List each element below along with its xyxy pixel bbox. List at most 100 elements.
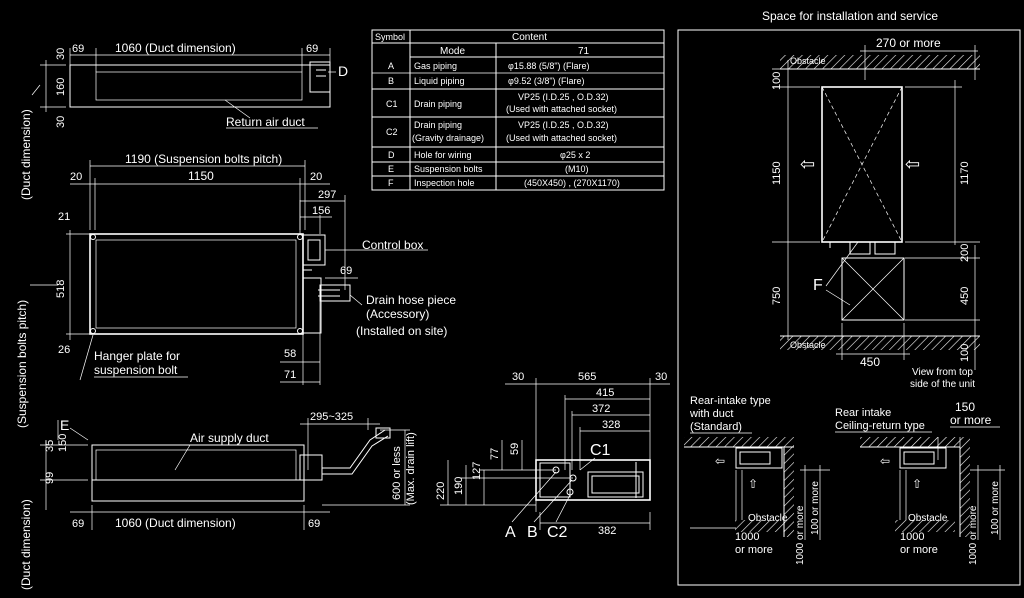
arrow-rear-up: ⇧ [748,477,758,491]
dim-1000-right-2: or more [900,544,938,556]
vertical-duct-dimension-top: (Duct dimension) [19,109,33,200]
dim-69-right: 69 [306,43,318,55]
label-B: B [527,524,538,541]
table-row-value-d: φ25 x 2 [560,150,590,160]
arrow-ceiling-up: ⇧ [912,477,922,491]
dim-382: 382 [598,525,616,537]
front-view: E Air supply duct 295~325 600 or less (M… [19,411,417,590]
drain-hose-label-2: (Accessory) [366,307,429,321]
view-note-2: side of the unit [910,379,975,390]
dim-328: 328 [602,419,620,431]
table-row-value2-c1: (Used with attached socket) [506,104,617,114]
service-panel: Space for installation and service 270 o… [677,9,1021,586]
dim-30-a: 30 [55,48,67,60]
table-row-desc-d: Hole for wiring [414,150,472,160]
dim-58: 58 [284,348,296,360]
dim-max-drain: (Max. drain lift) [405,432,417,505]
table-row-value-e: (M10) [565,164,589,174]
rear-intake-label-1: Rear-intake type [690,395,771,407]
table-row-symbol-a: A [388,61,394,71]
dim-99: 99 [44,472,56,484]
table-row-symbol-c1: C1 [386,99,398,109]
dim-30-side-right: 30 [655,371,667,383]
table-row-value-b: φ9.52 (3/8") (Flare) [508,76,585,86]
dim-59: 59 [509,443,521,455]
dim-160: 160 [55,78,67,96]
dim-69-left: 69 [72,43,84,55]
control-box-label: Control box [362,238,423,252]
dim-1150-service: 1150 [771,161,783,185]
obstacle-left: Obstacle [748,513,788,524]
dim-35: 35 [44,440,56,452]
label-C2: C2 [547,524,568,541]
dim-1170: 1170 [959,161,971,185]
dim-150: 150 [57,434,69,452]
dim-295-325: 295~325 [310,411,353,423]
obstacle-right: Obstacle [908,513,948,524]
table-row-desc-b: Liquid piping [414,76,465,86]
top-view: 69 1060 (Duct dimension) 69 D 30 160 30 … [19,41,348,200]
dim-30-side-left: 30 [512,371,524,383]
dim-26: 26 [58,344,70,356]
dim-415: 415 [596,387,614,399]
dim-1000-right-1: 1000 [900,531,924,543]
table-row-value2-c2: (Used with attached socket) [506,133,617,143]
dim-71-plan: 71 [284,369,296,381]
table-row-value-c1: VP25 (I.D.25 , O.D.32) [518,92,609,102]
table-row-symbol-c2: C2 [386,127,398,137]
dim-69-front-left: 69 [72,518,84,530]
dim-220: 220 [435,482,447,500]
return-air-duct-label: Return air duct [226,115,305,129]
dim-duct-1060: 1060 (Duct dimension) [115,41,236,55]
dim-600: 600 or less [391,446,403,500]
dim-1000-left-2: or more [735,544,773,556]
side-view: 30 565 30 415 372 328 C1 59 77 127 190 2… [435,371,670,541]
table-row-value-a: φ15.88 (5/8") (Flare) [508,61,590,71]
ceiling-label-1: Rear intake [835,407,891,419]
label-C1: C1 [590,442,611,459]
table-row-desc-f: Inspection hole [414,178,475,188]
arrow-left-outer: ⇦ [800,154,815,174]
dim-127: 127 [471,462,483,480]
dim-450-horizontal: 450 [860,355,880,369]
dim-20-right: 20 [310,171,322,183]
table-row-symbol-f: F [388,178,394,188]
label-D: D [338,63,348,79]
drain-hose-label-3: (Installed on site) [356,324,447,338]
label-F: F [813,277,823,294]
dim-21: 21 [58,211,70,223]
air-supply-duct-label: Air supply duct [190,431,269,445]
arrow-left-inner: ⇦ [905,154,920,174]
table-row-desc-c1: Drain piping [414,99,462,109]
dim-1000-left-1: 1000 [735,531,759,543]
table-header-content: Content [512,32,547,43]
table-row-desc-c2: Drain piping [414,120,462,130]
dim-69-front-right: 69 [308,518,320,530]
vertical-duct-dimension-front: (Duct dimension) [19,499,33,590]
plan-view: 1190 (Suspension bolts pitch) 20 1150 20… [15,152,456,428]
vertical-suspension-pitch: (Suspension bolts pitch) [15,300,29,428]
hanger-label-1: Hanger plate for [94,349,180,363]
dim-270-or-more: 270 or more [876,36,941,50]
view-note-1: View from top [912,367,973,378]
dim-150-service: 150 [955,400,975,414]
vdim-1000-a: 1000 or more [795,505,806,565]
table-row-value-c2: VP25 (I.D.25 , O.D.32) [518,120,609,130]
table-row-symbol-b: B [388,76,394,86]
service-title: Space for installation and service [762,9,938,23]
dim-100-top: 100 [771,72,783,90]
dim-200: 200 [959,244,971,262]
dim-565: 565 [578,371,596,383]
dim-372: 372 [592,403,610,415]
hanger-label-2: suspension bolt [94,363,178,377]
dim-518: 518 [55,280,67,298]
table-header-symbol: Symbol [375,32,405,42]
table-mode-label: Mode [440,46,465,57]
label-E: E [60,417,69,433]
dim-69-plan: 69 [340,265,352,277]
vdim-100-a: 100 or more [810,481,821,535]
dim-77: 77 [489,448,501,460]
vdim-1000-b: 1000 or more [968,505,979,565]
table-row-desc-e: Suspension bolts [414,164,483,174]
